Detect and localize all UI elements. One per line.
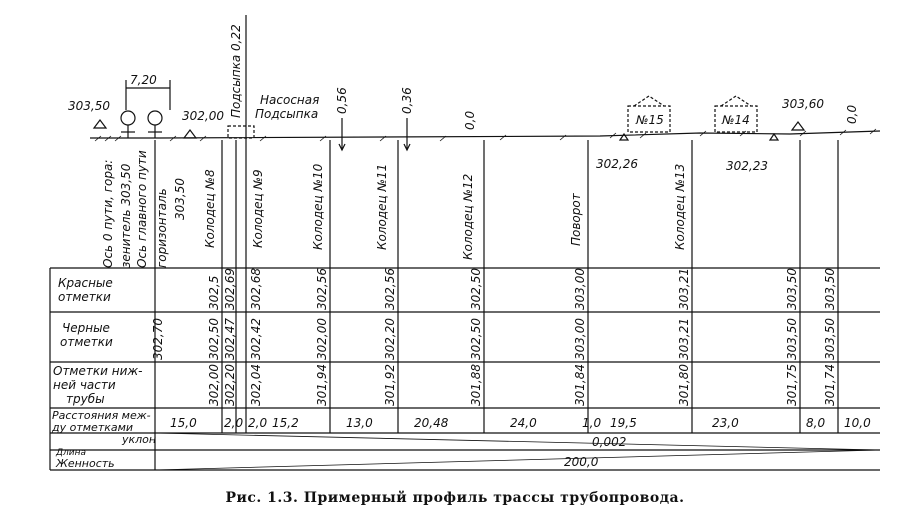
pump-label-1: Насосная (260, 93, 319, 107)
red-mark-cell: 303,50 (823, 268, 837, 310)
elev-30223-label: 302,23 (726, 159, 768, 173)
tank-14-icon (714, 95, 758, 133)
pipe-bottom-mark-cell: 301,92 (383, 364, 397, 406)
figure-caption: Рис. 1.3. Примерный профиль трассы трубо… (225, 490, 685, 506)
black-mark-cell: 302,42 (249, 318, 263, 360)
row-bottom-label-3: трубы (66, 392, 105, 406)
red-mark-cell: 303,00 (573, 268, 587, 310)
pipe-bottom-mark-cell: 302,00 (207, 364, 221, 406)
red-mark-cell: 302,68 (249, 268, 263, 310)
mark-00-right-label: 0,0 (845, 105, 859, 124)
well13-label: Колодец №13 (673, 164, 687, 250)
row-length-label-1: Длина (55, 448, 86, 458)
red-mark-cell: 303,50 (785, 268, 799, 310)
well11-label: Колодец №11 (375, 164, 389, 250)
distance-cell: 23,0 (712, 416, 739, 430)
elev-left-label: 303,50 (68, 99, 110, 113)
horizontal-label: горизонталь (155, 188, 169, 268)
row-dist-label-2: ду отметками (51, 421, 133, 434)
red-mark-cell: 302,56 (315, 268, 329, 310)
pipe-bottom-mark-cell: 302,20 (223, 364, 237, 406)
well9-label: Колодец №9 (251, 169, 265, 248)
distance-cell: 19,5 (610, 416, 637, 430)
row-dist-label-1: Расстояния меж- (52, 409, 151, 422)
black-mark-cell: 303,00 (573, 318, 587, 360)
h-value-label: 303,50 (173, 178, 187, 220)
distance-cell: 20,48 (414, 416, 449, 430)
black-mark-cell: 303,21 (677, 318, 691, 360)
black-mark-cell: 302,20 (383, 318, 397, 360)
well8-label: Колодец №8 (203, 169, 217, 248)
distance-cell: 15,2 (272, 416, 299, 430)
well12-label: Колодец №12 (461, 174, 475, 260)
black-mark-cell: 302,70 (151, 318, 165, 360)
red-mark-cell: 303,21 (677, 268, 691, 310)
distance-cell: 1,0 (582, 416, 601, 430)
red-mark-cell: 302,50 (469, 268, 483, 310)
axis-track-label: Ось 0 пути, гора: (101, 160, 115, 268)
turn-label: Поворот (569, 192, 583, 246)
distance-cell: 15,0 (170, 416, 197, 430)
pipe-bottom-mark-cell: 301,88 (469, 364, 483, 406)
length-value: 200,0 (564, 455, 599, 469)
row-red-label-2: отметки (58, 290, 111, 304)
benchmark-triangle-icon (92, 119, 108, 129)
distance-cell: 8,0 (806, 416, 825, 430)
benchmark-triangle-icon (182, 129, 198, 139)
well10-label: Колодец №10 (311, 163, 325, 250)
ground-hatch (94, 128, 877, 142)
pump-label-2: Подсыпка (255, 107, 318, 121)
black-mark-cell: 302,50 (207, 318, 221, 360)
red-mark-cell: 302,5 (207, 276, 221, 310)
red-mark-cell: 302,69 (223, 268, 237, 310)
black-mark-cell: 302,50 (469, 318, 483, 360)
pipe-bottom-mark-cell: 301,74 (823, 364, 837, 406)
black-mark-cell: 302,00 (315, 318, 329, 360)
elev-30226-label: 302,26 (596, 157, 638, 171)
mark-056-label: 0,56 (335, 87, 349, 114)
row-bottom-label-1: Отметки ниж- (53, 364, 143, 378)
dim-width-label: 7,20 (130, 73, 157, 87)
row-length-label-2: Женность (55, 457, 115, 470)
black-mark-cell: 303,50 (785, 318, 799, 360)
ground-line (90, 130, 881, 139)
mark-036-label: 0,36 (400, 87, 414, 114)
benchmark-triangle-icon (790, 121, 806, 131)
black-mark-cell: 303,50 (823, 318, 837, 360)
row-black-label-2: отметки (60, 335, 113, 349)
tank-15-label: №15 (635, 113, 664, 127)
distance-cell: 10,0 (844, 416, 871, 430)
elev-right-label: 303,60 (782, 97, 824, 111)
fill-022-label: Подсыпка 0,22 (229, 24, 243, 118)
row-slope-label: уклон (121, 433, 156, 446)
tank-15-icon (627, 95, 671, 133)
pipe-bottom-mark-cell: 302,04 (249, 364, 263, 406)
distance-cell: 24,0 (510, 416, 537, 430)
row-black-label-1: Черные (62, 321, 110, 335)
main-track-label: Ось главного пути (135, 150, 149, 268)
black-mark-cell: 302,47 (223, 318, 237, 360)
row-bottom-label-2: ней части (53, 378, 116, 392)
elev-well8-label: 302,00 (182, 109, 224, 123)
distance-cell: 2,0 (248, 416, 267, 430)
pipe-bottom-mark-cell: 301,94 (315, 364, 329, 406)
distance-cell: 2,0 (224, 416, 243, 430)
distance-cell: 13,0 (346, 416, 373, 430)
zenith-label: зенитель 303,50 (119, 163, 133, 268)
slope-value: 0,002 (592, 435, 626, 449)
mark-00-mid-label: 0,0 (463, 111, 477, 130)
tank-14-label: №14 (721, 113, 750, 127)
pipe-bottom-mark-cell: 301,80 (677, 364, 691, 406)
pipe-bottom-mark-cell: 301,75 (785, 364, 799, 406)
row-red-label-1: Красные (58, 276, 113, 290)
pipe-bottom-mark-cell: 301,84 (573, 364, 587, 406)
pump-house-outline (227, 125, 255, 139)
red-mark-cell: 302,56 (383, 268, 397, 310)
pump-station-icon (120, 110, 163, 138)
